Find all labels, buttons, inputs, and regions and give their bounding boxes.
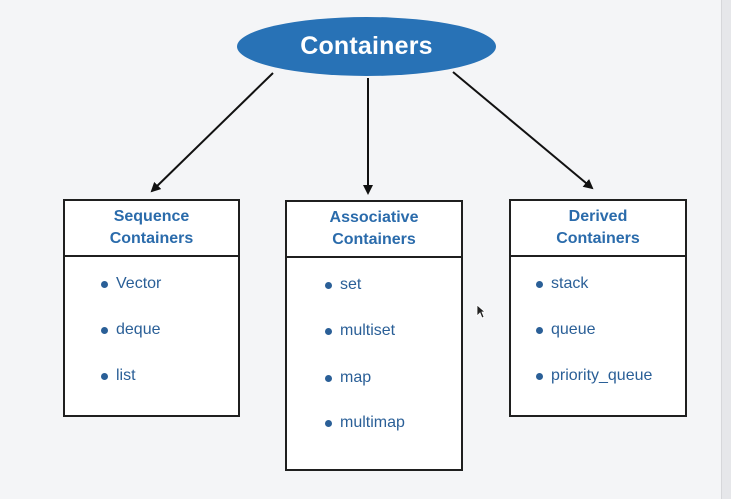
item-label: map (340, 369, 372, 386)
bullet-icon (325, 374, 332, 382)
list-item: Vector (101, 275, 161, 293)
bullet-icon (101, 326, 108, 334)
item-label: set (340, 276, 362, 293)
associative-containers-heading: Associative Containers (287, 202, 461, 258)
window-edge-strip (721, 0, 731, 499)
bullet-icon (101, 372, 108, 380)
derived-containers-heading: Derived Containers (511, 201, 685, 257)
item-label: multiset (340, 322, 396, 339)
list-item: multiset (325, 322, 395, 340)
bullet-icon (325, 281, 332, 289)
item-label: deque (116, 321, 161, 338)
heading-line-2: Containers (109, 230, 194, 247)
bullet-icon (101, 280, 108, 288)
containers-root-node: Containers (237, 17, 496, 76)
item-label: priority_queue (551, 367, 653, 384)
list-item: priority_queue (536, 367, 652, 385)
list-item: queue (536, 321, 596, 339)
heading-line-1: Sequence (113, 208, 190, 225)
item-label: Vector (116, 275, 162, 292)
arrow-to-derived (452, 71, 594, 190)
heading-line-1: Associative (329, 209, 419, 226)
sequence-containers-heading: Sequence Containers (65, 201, 238, 257)
bullet-icon (536, 280, 543, 288)
bullet-icon (536, 326, 543, 334)
derived-containers-box: Derived Containers stack queue priority_… (509, 199, 687, 417)
bullet-icon (536, 372, 543, 380)
list-item: list (101, 367, 136, 385)
mouse-pointer-icon (476, 304, 486, 319)
item-label: multimap (340, 414, 405, 431)
list-item: map (325, 369, 371, 387)
item-label: stack (551, 275, 589, 292)
list-item: stack (536, 275, 588, 293)
root-label: Containers (300, 32, 433, 60)
heading-line-1: Derived (568, 208, 628, 225)
arrow-to-sequence (150, 72, 274, 193)
item-label: queue (551, 321, 596, 338)
bullet-icon (325, 419, 332, 427)
heading-line-2: Containers (332, 231, 416, 248)
bullet-icon (325, 327, 332, 335)
associative-containers-box: Associative Containers set multiset map … (285, 200, 463, 471)
list-item: deque (101, 321, 161, 339)
sequence-containers-box: Sequence Containers Vector deque list (63, 199, 240, 417)
item-label: list (116, 367, 136, 384)
list-item: multimap (325, 414, 405, 432)
heading-line-2: Containers (556, 230, 640, 247)
list-item: set (325, 276, 361, 294)
